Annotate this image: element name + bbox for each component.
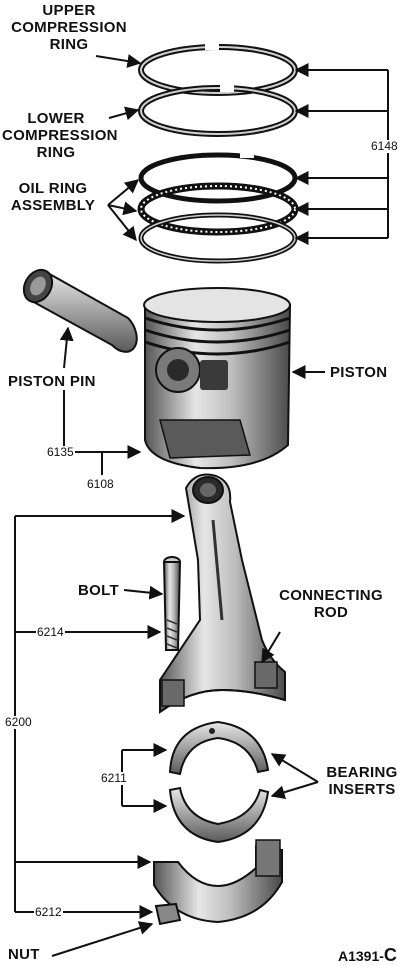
part-number-6135: 6135 [46,445,75,459]
part-number-6200: 6200 [4,715,33,729]
label-lower-compression-ring: LOWER COMPRESSION RING [2,110,118,161]
rod-nut [154,902,182,926]
label-line: COMPRESSION [2,127,118,144]
figure-id-prefix: A1391- [338,948,384,964]
connecting-rod [159,473,286,714]
piston [143,287,292,470]
rod-bolt [162,556,182,651]
label-piston-pin: PISTON PIN [8,373,96,390]
figure-id-suffix: C [383,945,397,965]
label-line: CONNECTING [279,587,383,604]
label-connecting-rod: CONNECTING ROD [266,587,396,621]
label-oil-ring-assembly: OIL RING ASSEMBLY [4,180,102,214]
figure-id: A1391-C [338,945,397,966]
label-line: RING [36,144,76,161]
label-bolt: BOLT [78,582,119,599]
ring-leader-lines [95,54,389,245]
label-line: COMPRESSION [11,19,127,36]
bearing-insert-upper [168,720,270,776]
label-line: UPPER [42,2,96,19]
label-line: ASSEMBLY [10,197,96,214]
piston-pin [22,268,138,353]
label-line: INSERTS [328,781,396,798]
oil-ring-bottom-rail [138,212,298,264]
label-upper-compression-ring: UPPER COMPRESSION RING [4,2,134,53]
label-line: OIL RING [18,180,88,197]
part-number-6148: 6148 [370,139,399,153]
part-number-6211: 6211 [100,771,128,785]
label-bearing-inserts: BEARING INSERTS [320,764,404,798]
part-number-6214: 6214 [36,625,65,639]
label-line: ROD [313,604,349,621]
oil-ring-expander [137,182,299,236]
bearing-insert-lower [168,786,270,844]
part-number-6108: 6108 [86,477,115,491]
label-line: LOWER [27,110,85,127]
connecting-rod-cap [153,839,283,924]
label-line: BEARING [326,764,398,781]
label-line: RING [49,36,89,53]
part-number-6212: 6212 [34,905,63,919]
label-nut: NUT [8,946,40,963]
label-piston: PISTON [330,364,388,381]
